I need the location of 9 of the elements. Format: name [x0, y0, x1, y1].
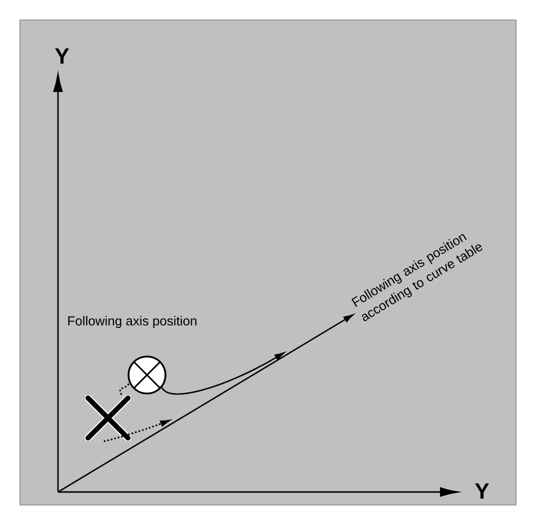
- axis-label: Y: [475, 483, 489, 499]
- crosshair-circle: [128, 356, 166, 394]
- dotted-arrow: [104, 420, 170, 442]
- axis-label: Y: [55, 48, 69, 64]
- arrow: [58, 314, 354, 493]
- curved-arrow: [161, 352, 284, 395]
- dotted-line: [119, 382, 130, 396]
- cross-symbol: [85, 395, 131, 441]
- text-label: Following axis position: [68, 316, 196, 328]
